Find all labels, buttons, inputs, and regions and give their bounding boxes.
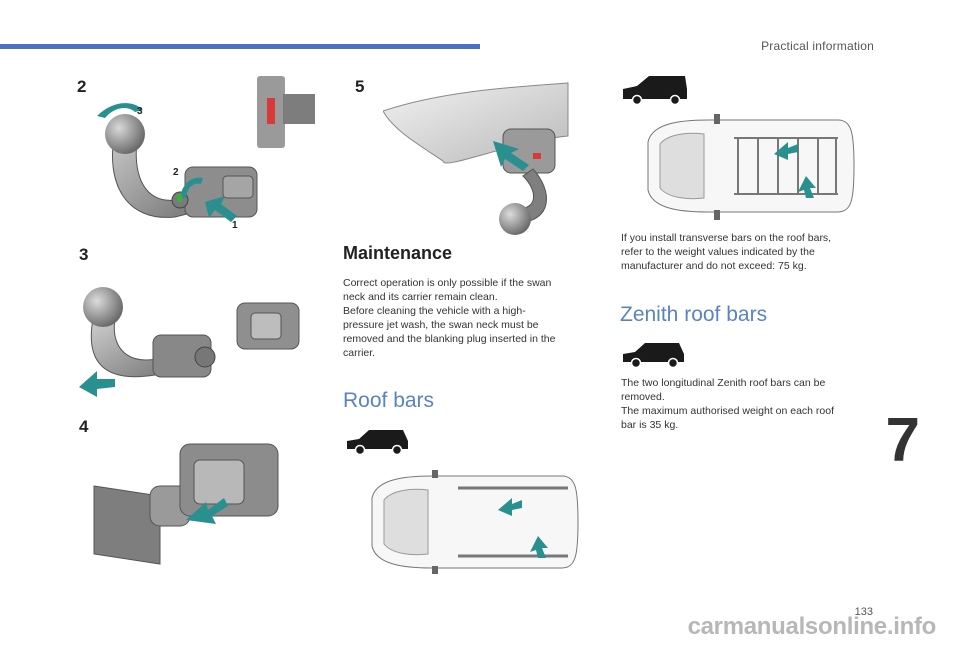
callout-2: 2	[173, 167, 179, 178]
car-silhouette-icon	[621, 340, 686, 368]
step-number-3: 3	[79, 245, 89, 264]
roof-bars-heading: Roof bars	[343, 389, 435, 412]
zenith-line: The maximum authorised weight on each ro…	[621, 405, 835, 417]
transverse-line: If you install transverse bars on the ro…	[621, 232, 832, 244]
watermark-text: carmanualsonline.info	[687, 613, 937, 640]
maintenance-heading: Maintenance	[343, 243, 453, 263]
zenith-roof-bars-text: The two longitudinal Zenith roof bars ca…	[621, 376, 871, 432]
van-silhouette-icon	[621, 73, 689, 105]
maintenance-line: removed and the blanking plug inserted i…	[343, 333, 556, 345]
blanking-plug-illustration-step4	[90, 436, 290, 566]
maintenance-line: neck and its carrier remain clean.	[343, 291, 498, 303]
car-silhouette-icon	[345, 427, 410, 455]
transverse-line: manufacturer and do not exceed: 75 kg.	[621, 260, 807, 272]
page-number: 133	[854, 606, 873, 618]
chapter-number: 7	[885, 406, 920, 475]
zenith-line: bar is 35 kg.	[621, 419, 679, 431]
step-number-5: 5	[355, 77, 365, 96]
towbar-install-illustration-step5	[383, 81, 578, 241]
zenith-roof-bars-heading: Zenith roof bars	[620, 303, 768, 326]
section-title: Practical information	[761, 39, 874, 53]
towbar-removed-illustration-step3	[75, 283, 325, 403]
transverse-bars-text: If you install transverse bars on the ro…	[621, 231, 871, 273]
header-accent-bar	[0, 44, 480, 49]
callout-3: 3	[137, 106, 143, 117]
maintenance-text: Correct operation is only possible if th…	[343, 276, 593, 360]
maintenance-line: Before cleaning the vehicle with a high-	[343, 305, 526, 317]
transverse-bars-van-top-illustration	[638, 114, 858, 220]
step-number-4: 4	[79, 417, 89, 436]
roof-bars-car-top-illustration	[362, 470, 582, 575]
towbar-illustration-step2	[85, 72, 325, 237]
zenith-line: The two longitudinal Zenith roof bars ca…	[621, 377, 826, 389]
maintenance-line: Correct operation is only possible if th…	[343, 277, 552, 289]
maintenance-line: carrier.	[343, 347, 376, 359]
callout-1: 1	[232, 220, 238, 231]
zenith-line: removed.	[621, 391, 665, 403]
step-number-2: 2	[77, 77, 87, 96]
transverse-line: refer to the weight values indicated by …	[621, 246, 815, 258]
maintenance-line: pressure jet wash, the swan neck must be	[343, 319, 539, 331]
